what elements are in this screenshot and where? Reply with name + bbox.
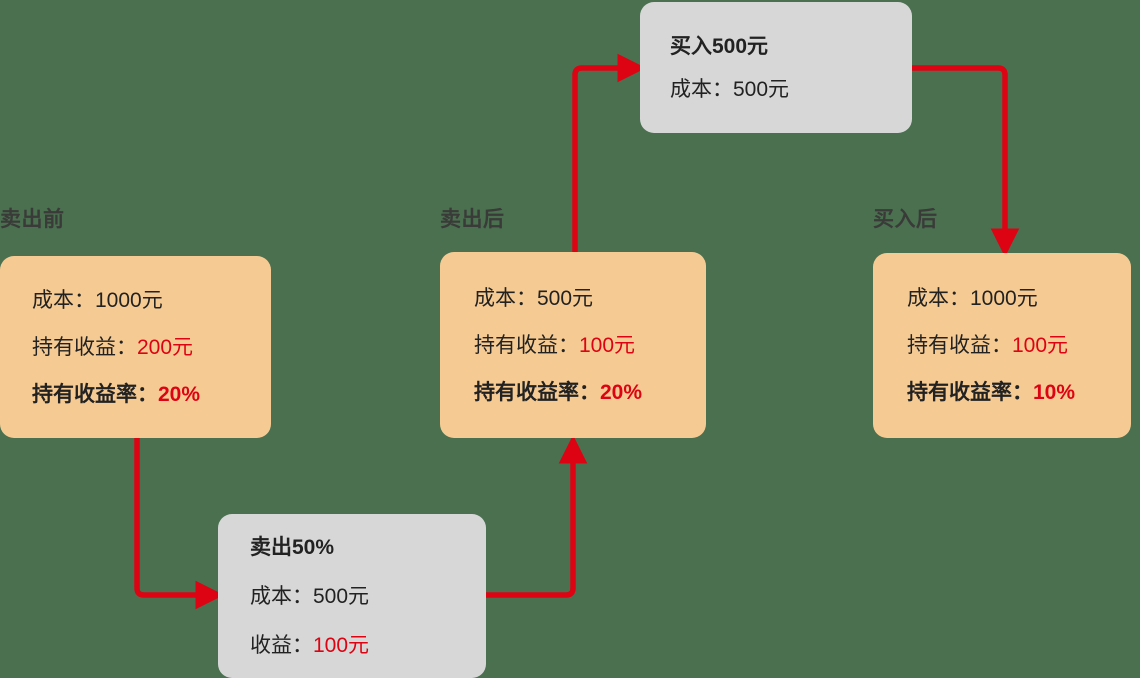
holding-profit-label: 持有收益： — [907, 334, 1012, 357]
cost-value: 1000元 — [970, 287, 1038, 310]
row-holding-profit: 持有收益：200元 — [32, 337, 271, 358]
row-cost: 成本：1000元 — [907, 288, 1131, 309]
group-label-after-sell: 卖出后 — [440, 208, 505, 231]
row-cost: 成本：500元 — [250, 586, 486, 607]
cost-value: 500元 — [733, 77, 790, 101]
node-sell-action[interactable]: 卖出50% 成本：500元 收益：100元 — [218, 514, 486, 678]
sell-action-title: 卖出50% — [250, 535, 335, 559]
cost-value: 500元 — [313, 584, 370, 608]
holding-rate-label: 持有收益率： — [32, 382, 158, 406]
cost-label: 成本： — [670, 77, 733, 101]
profit-label: 收益： — [250, 633, 313, 657]
edge-before-sell-to-sell-action — [134, 438, 225, 610]
edge-sell-action-to-after-sell — [486, 434, 588, 598]
cost-label: 成本： — [32, 288, 95, 312]
group-label-after-buy: 买入后 — [873, 208, 938, 231]
row-holding-profit: 持有收益：100元 — [474, 335, 706, 356]
holding-profit-label: 持有收益： — [32, 335, 137, 359]
node-after-sell[interactable]: 成本：500元 持有收益：100元 持有收益率：20% — [440, 252, 706, 438]
holding-rate-value: 10% — [1033, 381, 1076, 404]
row-holding-profit: 持有收益：100元 — [907, 335, 1131, 356]
holding-profit-value: 100元 — [579, 333, 636, 357]
row-cost: 成本：500元 — [670, 79, 912, 100]
row-profit: 收益：100元 — [250, 635, 486, 656]
holding-rate-label: 持有收益率： — [907, 381, 1033, 404]
holding-profit-value: 200元 — [137, 335, 194, 359]
holding-rate-value: 20% — [158, 382, 201, 406]
row-cost: 成本：500元 — [474, 288, 706, 309]
holding-profit-value: 100元 — [1012, 334, 1069, 357]
node-buy-action[interactable]: 买入500元 成本：500元 — [640, 2, 912, 133]
cost-value: 500元 — [537, 286, 594, 310]
row-holding-rate: 持有收益率：20% — [474, 382, 706, 403]
row-holding-rate: 持有收益率：10% — [907, 382, 1131, 403]
holding-rate-label: 持有收益率： — [474, 380, 600, 404]
node-after-buy[interactable]: 成本：1000元 持有收益：100元 持有收益率：10% — [873, 253, 1131, 438]
cost-label: 成本： — [907, 287, 970, 310]
buy-action-title: 买入500元 — [670, 34, 769, 58]
holding-profit-label: 持有收益： — [474, 333, 579, 357]
group-label-before-sell: 卖出前 — [0, 208, 65, 231]
cost-label: 成本： — [250, 584, 313, 608]
edge-after-sell-to-buy-action — [572, 53, 647, 252]
holding-rate-value: 20% — [600, 380, 643, 404]
cost-value: 1000元 — [95, 288, 163, 312]
profit-value: 100元 — [313, 633, 370, 657]
node-before-sell[interactable]: 成本：1000元 持有收益：200元 持有收益率：20% — [0, 256, 271, 438]
cost-label: 成本： — [474, 286, 537, 310]
row-cost: 成本：1000元 — [32, 290, 271, 311]
row-holding-rate: 持有收益率：20% — [32, 384, 271, 405]
